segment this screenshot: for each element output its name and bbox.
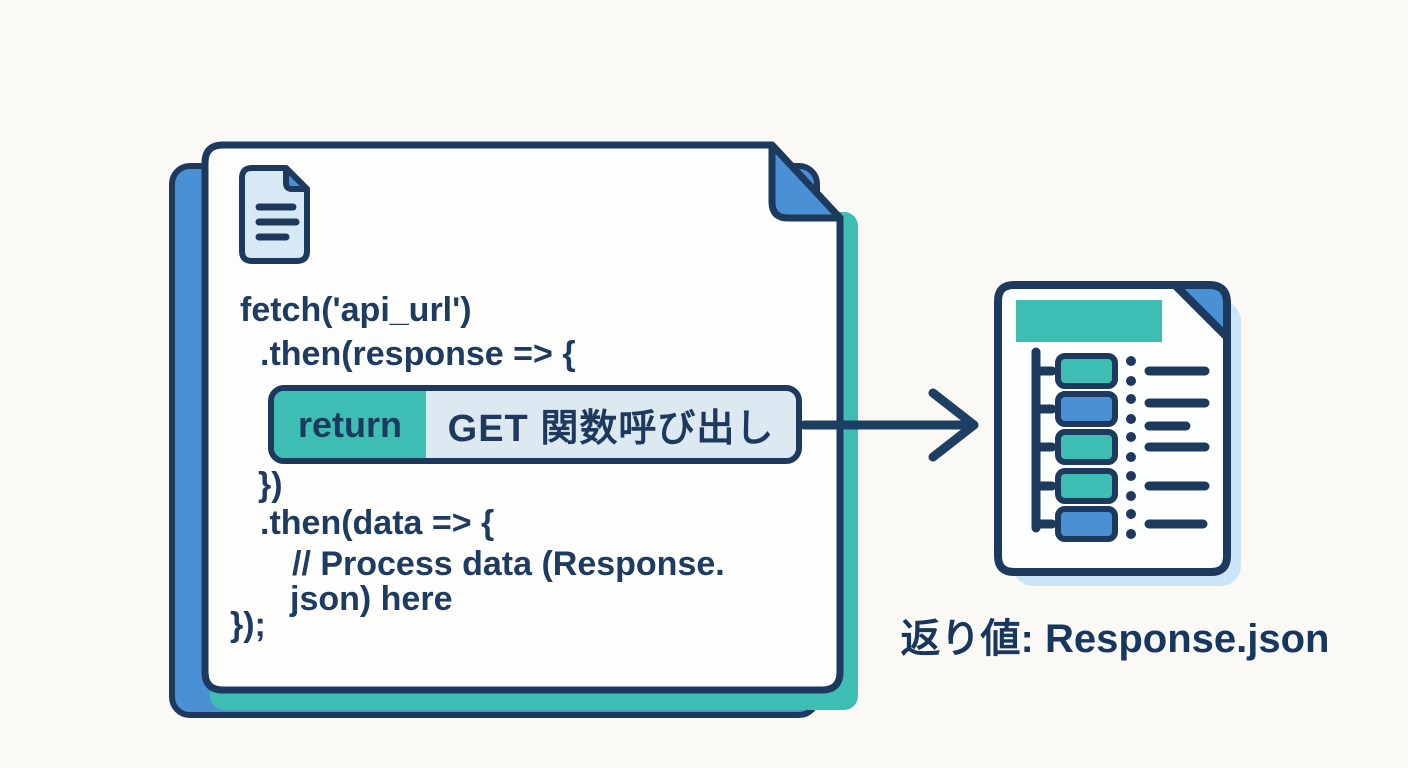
- document-icon-text-lines: [255, 203, 300, 241]
- document-icon-fold: [283, 165, 310, 192]
- get-call-label: GET 関数呼び出し: [447, 408, 775, 450]
- code-line-then-data: .then(data => {: [260, 504, 495, 542]
- return-highlight-box: return GET 関数呼び出し: [268, 385, 802, 464]
- json-tree-bracket: [1031, 347, 1057, 533]
- code-card-corner-fold-icon: [768, 141, 844, 222]
- code-line-comment-2: json) here: [290, 580, 453, 618]
- document-icon: [239, 165, 310, 264]
- json-key-chip: [1055, 391, 1118, 427]
- code-line-then-response: .then(response => {: [260, 335, 576, 373]
- json-document-icon: [994, 281, 1241, 586]
- json-document-header-bar: [1016, 300, 1162, 342]
- get-call-label-cell: GET 関数呼び出し: [426, 391, 796, 458]
- json-key-chips: [1055, 353, 1118, 542]
- json-key-chip: [1055, 353, 1118, 389]
- code-line-comment-1: // Process data (Response.: [292, 545, 725, 583]
- json-key-chip: [1055, 468, 1118, 504]
- json-document-body: [994, 281, 1231, 576]
- return-keyword-cell: return: [274, 391, 426, 458]
- json-key-chip: [1055, 429, 1118, 465]
- code-line-fetch: fetch('api_url'): [240, 291, 472, 329]
- json-value-lines: [1144, 366, 1210, 529]
- result-caption: 返り値: Response.json: [900, 617, 1330, 661]
- code-line-end: });: [230, 606, 266, 644]
- json-key-chip: [1055, 506, 1118, 542]
- json-document-fold: [1171, 281, 1231, 341]
- json-colon-dots: [1126, 356, 1136, 539]
- code-line-close-brace: }): [258, 466, 283, 504]
- return-keyword-label: return: [297, 403, 402, 445]
- arrow-right-icon: [799, 388, 979, 462]
